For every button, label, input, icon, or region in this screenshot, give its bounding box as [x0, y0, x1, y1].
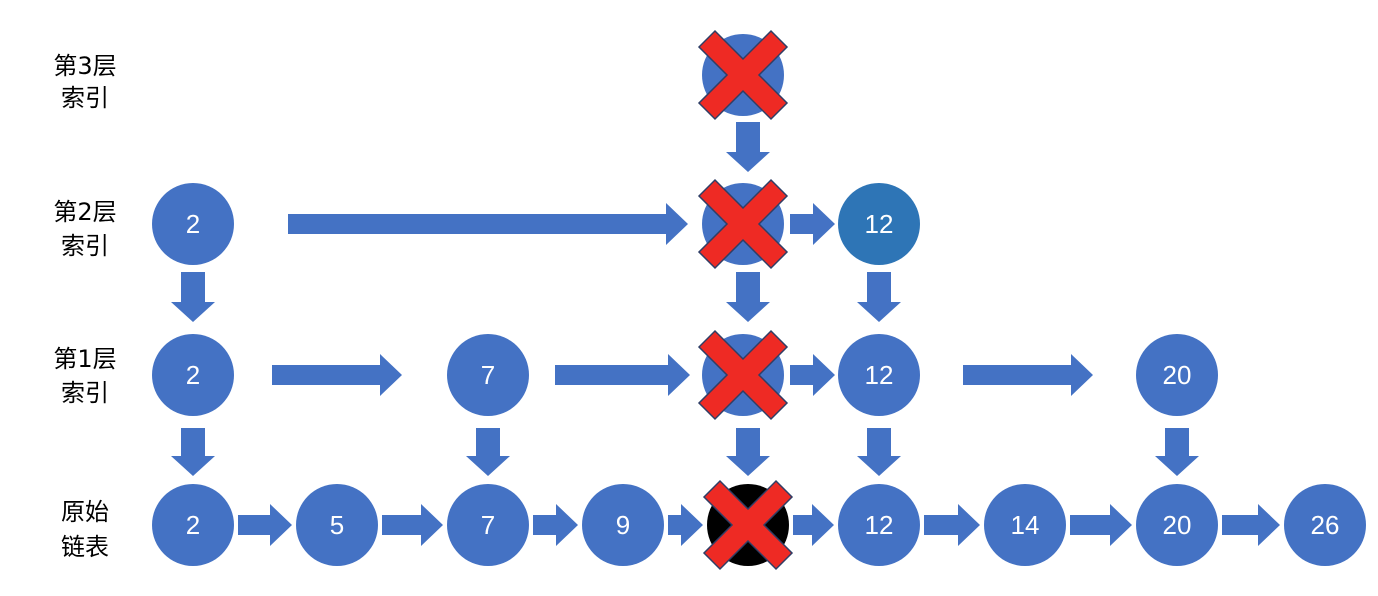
arrow-down-icon: [726, 272, 770, 322]
node-value: 7: [481, 510, 495, 540]
node-value: 2: [186, 510, 200, 540]
node-circle: [152, 183, 234, 265]
list-node: 26: [1284, 484, 1366, 566]
node-circle: [582, 484, 664, 566]
node-circle: [152, 334, 234, 416]
list-node: 20: [1136, 334, 1218, 416]
list-node: 5: [296, 484, 378, 566]
node-value: 14: [1011, 510, 1040, 540]
cross-icon: [697, 29, 789, 121]
label-level3-line1: 第3层: [53, 52, 116, 80]
list-node: 12: [838, 183, 920, 265]
arrow-down-icon: [726, 122, 770, 172]
list-node: 7: [447, 484, 529, 566]
arrow-down-icon: [171, 428, 215, 476]
arrow-right-icon: [963, 354, 1093, 396]
label-level3-line2: 索引: [61, 84, 109, 112]
label-base-line2: 链表: [61, 533, 109, 561]
arrow-right-icon: [272, 354, 402, 396]
list-node: 2: [152, 484, 234, 566]
node-value: 20: [1163, 510, 1192, 540]
node-circle: [1136, 484, 1218, 566]
node-circle: [838, 334, 920, 416]
list-node: 12: [838, 334, 920, 416]
node-circle: [447, 334, 529, 416]
arrow-right-icon: [238, 504, 292, 546]
arrow-right-icon: [790, 203, 835, 245]
arrow-down-icon: [466, 428, 510, 476]
node-value: 12: [865, 360, 894, 390]
node-circle: [447, 484, 529, 566]
label-level2-line2: 索引: [61, 232, 109, 260]
arrow-down-icon: [171, 272, 215, 322]
arrow-down-icon: [726, 428, 770, 476]
list-node: 14: [984, 484, 1066, 566]
list-node: 12: [838, 484, 920, 566]
node-circle: [1284, 484, 1366, 566]
node-circle: [838, 183, 920, 265]
node-value: 26: [1311, 510, 1340, 540]
label-base-line1: 原始: [61, 498, 109, 526]
list-node: 2: [152, 334, 234, 416]
node-value: 20: [1163, 360, 1192, 390]
cross-icon: [702, 479, 794, 571]
arrows: [171, 122, 1280, 546]
node-value: 2: [186, 360, 200, 390]
arrow-right-icon: [1222, 504, 1280, 546]
node-circle: [152, 484, 234, 566]
arrow-right-icon: [533, 504, 578, 546]
node-value: 9: [616, 510, 630, 540]
list-node: 2: [152, 183, 234, 265]
arrow-right-icon: [555, 354, 690, 396]
arrow-right-icon: [668, 504, 703, 546]
arrow-right-icon: [382, 504, 443, 546]
node-circle: [984, 484, 1066, 566]
delete-marks: [697, 29, 794, 571]
label-level2-line1: 第2层: [53, 198, 116, 226]
arrow-down-icon: [1155, 428, 1199, 476]
cross-icon: [697, 178, 789, 270]
node-value: 5: [330, 510, 344, 540]
arrow-right-icon: [924, 504, 980, 546]
cross-icon: [697, 329, 789, 421]
arrow-down-icon: [857, 272, 901, 322]
arrow-right-icon: [793, 504, 834, 546]
node-circle: [296, 484, 378, 566]
node-value: 2: [186, 209, 200, 239]
node-value: 12: [865, 510, 894, 540]
list-node: 7: [447, 334, 529, 416]
list-node: 9: [582, 484, 664, 566]
node-circle: [838, 484, 920, 566]
arrow-right-icon: [790, 354, 835, 396]
label-level1-line2: 索引: [61, 379, 109, 407]
arrow-right-icon: [1070, 504, 1132, 546]
node-value: 7: [481, 360, 495, 390]
label-level1-line1: 第1层: [53, 345, 116, 373]
node-value: 12: [865, 209, 894, 239]
row-labels: 第3层 索引 第2层 索引 第1层 索引 原始 链表: [53, 52, 116, 561]
node-circle: [1136, 334, 1218, 416]
arrow-down-icon: [857, 428, 901, 476]
list-node: 20: [1136, 484, 1218, 566]
arrow-right-icon: [288, 203, 688, 245]
